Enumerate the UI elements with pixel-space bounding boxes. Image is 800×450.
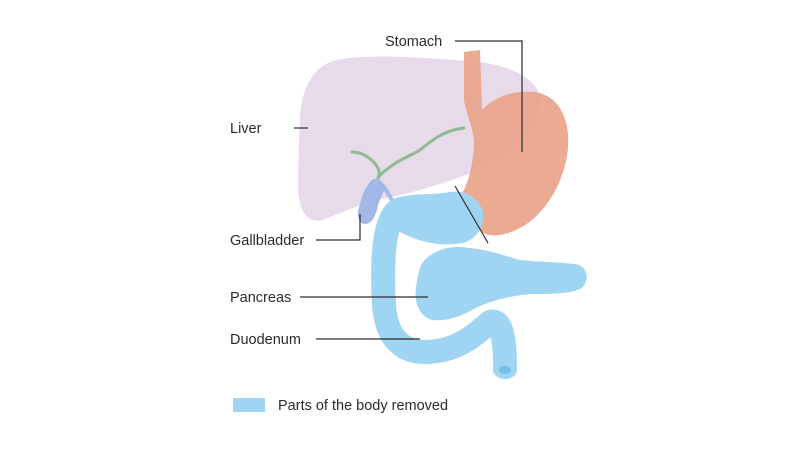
duodenum-label: Duodenum — [230, 332, 301, 348]
gallbladder-leader — [316, 214, 361, 241]
stomach-label: Stomach — [385, 34, 442, 50]
legend-text: Parts of the body removed — [278, 398, 448, 414]
legend-swatch — [233, 398, 265, 412]
bile-duct — [376, 126, 466, 180]
gallbladder-label: Gallbladder — [230, 233, 304, 249]
gallbladder-shape — [357, 178, 385, 224]
stomach-duodenum-cut-line — [454, 185, 489, 244]
duodenum-end-lumen — [499, 366, 511, 374]
bile-duct-branch — [350, 150, 381, 180]
stomach-leader — [455, 40, 523, 152]
liver-label: Liver — [230, 121, 262, 137]
stomach-shape — [460, 50, 569, 236]
duodenum-shape — [371, 198, 517, 377]
cystic-duct — [376, 180, 394, 202]
pancreas-shape — [415, 246, 587, 321]
duodenal-cap — [387, 191, 484, 245]
pancreas-label: Pancreas — [230, 290, 291, 306]
